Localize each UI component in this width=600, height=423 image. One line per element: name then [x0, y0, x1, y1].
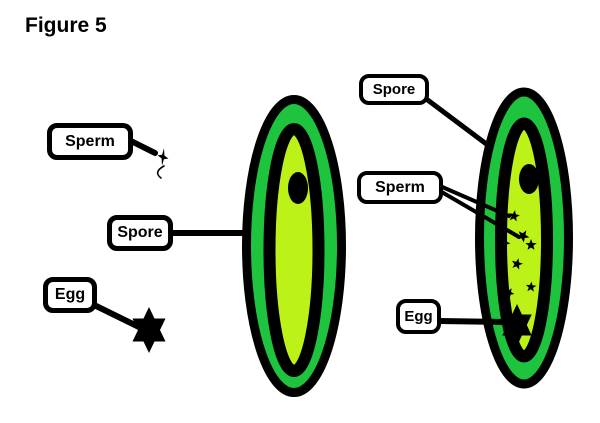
- sperm-label-right: Sperm: [357, 171, 443, 204]
- egg-star-right: [502, 304, 532, 346]
- egg-left-line: [85, 299, 142, 330]
- sperm-label-left-text: Sperm: [65, 132, 115, 150]
- sperm-right-line-1: [438, 184, 511, 218]
- sperm-star-7: [504, 288, 515, 299]
- spore-label-right: Spore: [359, 74, 429, 105]
- sperm-star-6: [525, 281, 537, 292]
- spore-cell-right-nucleus-dot: [519, 164, 539, 194]
- sperm-star-5: [511, 258, 523, 270]
- spore-label-left-text: Spore: [117, 224, 163, 241]
- sperm-star-2: [517, 230, 530, 243]
- egg-star-left: [132, 307, 166, 353]
- sperm-star-3: [525, 239, 537, 250]
- connector-lines-group: [85, 95, 521, 330]
- spore-label-right-text: Spore: [372, 81, 416, 98]
- spore-cell-left-inner-wall: [263, 123, 325, 377]
- egg-right-line: [436, 318, 509, 325]
- sperm-label-right-text: Sperm: [375, 178, 425, 196]
- spore-cells-group: [242, 87, 573, 397]
- stars-group: [132, 148, 537, 353]
- sperm-left-line: [126, 137, 158, 156]
- figure-title: Figure 5: [25, 14, 107, 37]
- free-sperm-tail: [156, 165, 165, 179]
- sperm-right-line-2: [438, 189, 521, 239]
- sperm-star-1: [508, 210, 520, 222]
- egg-label-left-text: Egg: [54, 286, 86, 303]
- spore-cell-left-nucleus-dot: [288, 172, 308, 204]
- egg-label-right: Egg: [396, 299, 441, 334]
- sperm-label-left: Sperm: [47, 123, 133, 160]
- spore-label-left: Spore: [107, 215, 173, 251]
- sperm-star-4: [500, 237, 511, 249]
- egg-label-left: Egg: [43, 277, 97, 313]
- egg-label-right-text: Egg: [404, 308, 433, 325]
- free-sperm-star: [157, 148, 169, 166]
- spore-right-line: [422, 95, 492, 149]
